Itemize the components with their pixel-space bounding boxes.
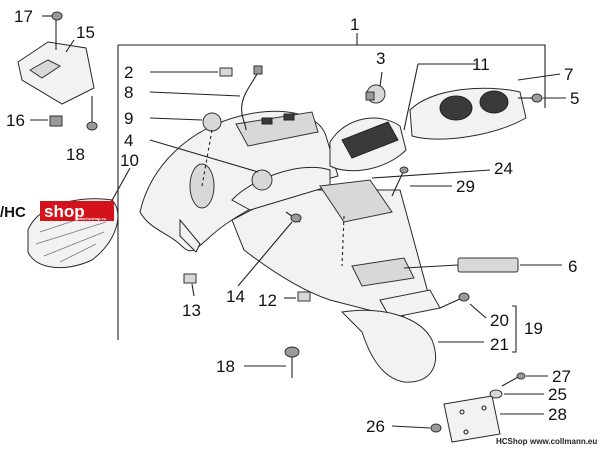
callout-21: 21 — [490, 335, 509, 354]
part-29-bolt-head — [399, 166, 409, 174]
part-6-wire — [403, 264, 459, 269]
part-17-screw-head — [51, 11, 63, 21]
callout-1: 1 — [350, 15, 359, 34]
housing-reflector-left — [439, 95, 473, 121]
hc-shop-logo: /HC shop www.hcshop.eu — [0, 201, 114, 221]
part-21-mudflap — [340, 309, 436, 383]
leader-13 — [191, 283, 195, 297]
bracket-19 — [512, 305, 517, 353]
callout-25: 25 — [548, 385, 567, 404]
callout-19: 19 — [524, 319, 543, 338]
group-bracket-1 — [117, 44, 546, 340]
part-25-washer — [489, 389, 503, 399]
part-6-license-light — [457, 257, 519, 273]
logo-red-badge — [40, 201, 114, 221]
callout-26: 26 — [366, 417, 385, 436]
leader-4 — [149, 139, 259, 173]
footer-shop: HCShop — [496, 437, 528, 446]
callout-17: 17 — [14, 7, 33, 26]
part-24-plate — [319, 179, 393, 223]
leader-7 — [517, 73, 561, 81]
part-20-bolt-head — [458, 292, 470, 302]
leader-15 — [65, 39, 75, 53]
lamp-socket-right — [251, 169, 273, 191]
footer-url: www.collmann.eu — [529, 437, 597, 446]
tray-slot-1 — [261, 117, 273, 125]
part-plate-mount-lower — [351, 257, 415, 287]
leader-26 — [391, 425, 431, 429]
part-15-slot — [29, 59, 61, 79]
part-26-nut — [430, 423, 442, 433]
callout-20: 20 — [490, 311, 509, 330]
logo-tagline: www.hcshop.eu — [75, 216, 107, 221]
part-20-bolt — [439, 297, 463, 309]
callout-3: 3 — [376, 49, 385, 68]
part-28-plate — [443, 395, 501, 443]
part-15-bracket — [17, 41, 95, 105]
plate-hole-2 — [481, 405, 487, 411]
callout-10: 10 — [120, 151, 139, 170]
logo-prefix: /HC — [0, 204, 26, 221]
tray-slot-2 — [283, 113, 295, 121]
part-3-bulb-base — [365, 91, 375, 101]
callout-18-lower: 18 — [216, 357, 235, 376]
leader-8 — [149, 91, 241, 97]
leader-9 — [149, 117, 203, 121]
callout-16: 16 — [6, 111, 25, 130]
callout-27: 27 — [552, 367, 571, 386]
callout-18-upper: 18 — [66, 145, 85, 164]
part-fender-rib — [231, 166, 331, 211]
part-8-connector — [253, 65, 263, 75]
part-18-screw-top — [86, 121, 98, 131]
part-fender-tab — [179, 218, 201, 253]
part-12-clip — [297, 291, 311, 302]
callout-29: 29 — [456, 177, 475, 196]
callout-8: 8 — [124, 83, 133, 102]
leader-24 — [371, 169, 491, 179]
callout-7: 7 — [564, 65, 573, 84]
callout-24: 24 — [494, 159, 513, 178]
callout-11: 11 — [472, 55, 490, 74]
part-27-bolt-head — [516, 372, 526, 380]
plate-dash-1 — [341, 215, 345, 267]
leader-10 — [109, 167, 131, 205]
part-10-texture — [35, 211, 107, 263]
part-5-screw-head — [531, 93, 543, 103]
part-18-screw-lower-head — [284, 346, 300, 358]
logo-word: shop — [44, 202, 85, 221]
plate-hole-3 — [463, 429, 469, 435]
callout-6: 6 — [568, 257, 577, 276]
part-13-clip — [183, 273, 197, 284]
part-11-lens-inner — [341, 121, 399, 159]
part-2-clip — [219, 67, 233, 77]
callout-15: 15 — [76, 23, 95, 42]
callout-28: 28 — [548, 405, 567, 424]
part-29-bolt — [391, 169, 405, 197]
leader-11 — [403, 63, 476, 131]
callout-13: 13 — [182, 301, 201, 320]
part-8-wire — [241, 71, 259, 131]
housing-reflector-right — [479, 90, 509, 114]
callout-2: 2 — [124, 63, 133, 82]
part-9-bulb — [202, 112, 222, 132]
callout-14: 14 — [226, 287, 245, 306]
callout-12: 12 — [258, 291, 277, 310]
leader-20 — [469, 303, 487, 319]
part-14-screw-head — [290, 213, 302, 223]
callout-4: 4 — [124, 131, 133, 150]
leader-3 — [379, 71, 383, 87]
leader-14 — [237, 221, 293, 287]
plate-hole-1 — [459, 409, 465, 415]
part-16-nut — [49, 115, 63, 127]
callout-9: 9 — [124, 109, 133, 128]
callout-5: 5 — [570, 89, 579, 108]
